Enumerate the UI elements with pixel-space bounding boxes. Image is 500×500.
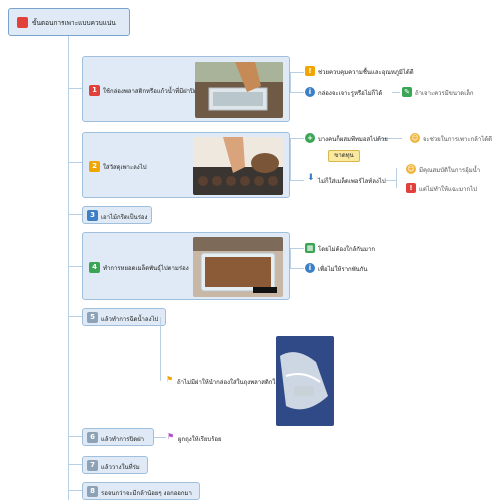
step-4-photo (193, 237, 283, 297)
step-7-label: แล้ววางในที่ร่ม (101, 464, 140, 471)
plus-icon: + (305, 133, 315, 143)
step5-connector (68, 316, 82, 317)
step4-branch-top (290, 248, 304, 249)
root-title: ขั้นตอนการเพาะแบบควบแน่น (32, 19, 116, 27)
step6-connector (68, 436, 82, 437)
step-6-number: 6 (87, 432, 98, 443)
step-1-number: 1 (89, 85, 100, 96)
edit-icon: ✎ (402, 87, 412, 97)
step-1-label: ใช้กล่องพลาสติกหรือแก้วน้ำที่มีฝาปิด (103, 88, 198, 95)
step2-bottom-sub (386, 180, 396, 181)
step-3-topic[interactable]: 3 เอาไม้กรีดเป็นร่อง (82, 206, 152, 224)
smile-icon-2: ☺ (406, 164, 416, 174)
step2-note-top-right: จะช่วยในการเพาะกล้าได้ดี (423, 136, 493, 143)
step-2-photo (193, 137, 283, 195)
step1-sub-line (392, 92, 400, 93)
step2-top-sub (378, 138, 402, 139)
flag-icon-2: ⚑ (167, 432, 175, 441)
step-5-photo (276, 336, 334, 426)
step6-note: ผูกถุงให้เรียบร้อย (178, 436, 222, 443)
step-1-topic[interactable]: 1 ใช้กล่องพลาสติกหรือแก้วน้ำที่มีฝาปิด (82, 56, 290, 122)
step2-branch-bottom (290, 180, 304, 181)
root-connector (68, 36, 69, 500)
step4-branch-line (290, 248, 291, 268)
step5-note-line (160, 317, 161, 381)
step4-note-bottom: เพื่อไม่ให้รากพันกัน (318, 266, 368, 273)
step1-note-sub-left: กล่องจะเจาะรูหรือไม่ก็ได้ (318, 90, 383, 97)
step2-branch-top (290, 138, 304, 139)
step-8-number: 8 (87, 486, 98, 497)
root-topic[interactable]: ขั้นตอนการเพาะแบบควบแน่น (8, 8, 130, 36)
step2-note-bottom-left: ไม่ก็ใส่เมล็ดเพอร์ไลท์ลงไป (318, 178, 386, 185)
step2-callout[interactable]: ขาดทุน (328, 150, 360, 162)
step2-connector (68, 162, 82, 163)
info-icon: i (305, 87, 315, 97)
flag-icon: ⚑ (166, 375, 174, 384)
warning-icon: ! (406, 183, 416, 193)
step-4-topic[interactable]: 4 ทำการหยอดเมล็ดพันธุ์ไปตามร่อง (82, 232, 290, 300)
step-6-label: แล้วทำการปิดฝา (101, 436, 145, 443)
step-1-photo (195, 62, 283, 118)
step1-branch-line (290, 72, 291, 92)
step-7-topic[interactable]: 7 แล้ววางในที่ร่ม (82, 456, 148, 474)
step6-note-line (154, 437, 166, 438)
step4-connector (68, 266, 82, 267)
step-5-number: 5 (87, 312, 98, 323)
info-icon-2: i (305, 263, 315, 273)
step-3-label: เอาไม้กรีดเป็นร่อง (101, 214, 148, 221)
step2-note-top-left: บางคนก็ผสมพีทมอสไปด้วย (318, 136, 388, 143)
step-6-topic[interactable]: 6 แล้วทำการปิดฝา (82, 428, 154, 446)
step4-note-top: โดยไม่ต้องใกล้กันมาก (318, 246, 375, 253)
step-2-label: ใส่วัสดุเพาะลงไป (103, 164, 147, 171)
step1-note-top: ช่วยควบคุมความชื้นและอุณหภูมิได้ดี (318, 69, 414, 76)
step2-branch-line (290, 138, 291, 180)
step8-connector (68, 490, 82, 491)
step2-bottom-sub-v (396, 168, 397, 188)
arrow-down-icon: ⬇ (307, 173, 315, 183)
step-2-topic[interactable]: 2 ใส่วัสดุเพาะลงไป (82, 132, 290, 198)
step1-connector (68, 88, 82, 89)
step7-connector (68, 464, 82, 465)
step-8-label: รอจนกว่าจะมีกล้าน้อยๆ งอกออกมา (101, 490, 192, 497)
step1-branch-line-top (290, 72, 304, 73)
root-marker-icon (17, 17, 28, 28)
step1-branch-line-bottom (290, 92, 304, 93)
step-5-label: แล้วทำการฉีดน้ำลงไป (101, 316, 159, 323)
step4-branch-bottom (290, 268, 304, 269)
step-5-topic[interactable]: 5 แล้วทำการฉีดน้ำลงไป (82, 308, 166, 326)
smile-icon: ☺ (410, 133, 420, 143)
step5-note: ถ้าไม่มีฝาให้นำกล่องใส่ในถุงพลาสติกใส (177, 379, 279, 386)
step3-connector (68, 214, 82, 215)
step2-note-bottom-right-bottom: แต่ไม่ทำให้แฉะมากไป (419, 186, 477, 193)
step-3-number: 3 (87, 210, 98, 221)
step-4-number: 4 (89, 262, 100, 273)
step-8-topic[interactable]: 8 รอจนกว่าจะมีกล้าน้อยๆ งอกออกมา (82, 482, 200, 500)
warning-note-icon: ! (305, 66, 315, 76)
step1-note-sub-right: ถ้าเจาะควรมีขนาดเล็ก (415, 90, 474, 97)
step-2-number: 2 (89, 161, 100, 172)
image-icon: ▦ (305, 243, 315, 253)
step-7-number: 7 (87, 460, 98, 471)
step-4-label: ทำการหยอดเมล็ดพันธุ์ไปตามร่อง (103, 265, 189, 272)
step2-note-bottom-right-top: มีคุณสมบัติในการอุ้มน้ำ (419, 167, 481, 174)
